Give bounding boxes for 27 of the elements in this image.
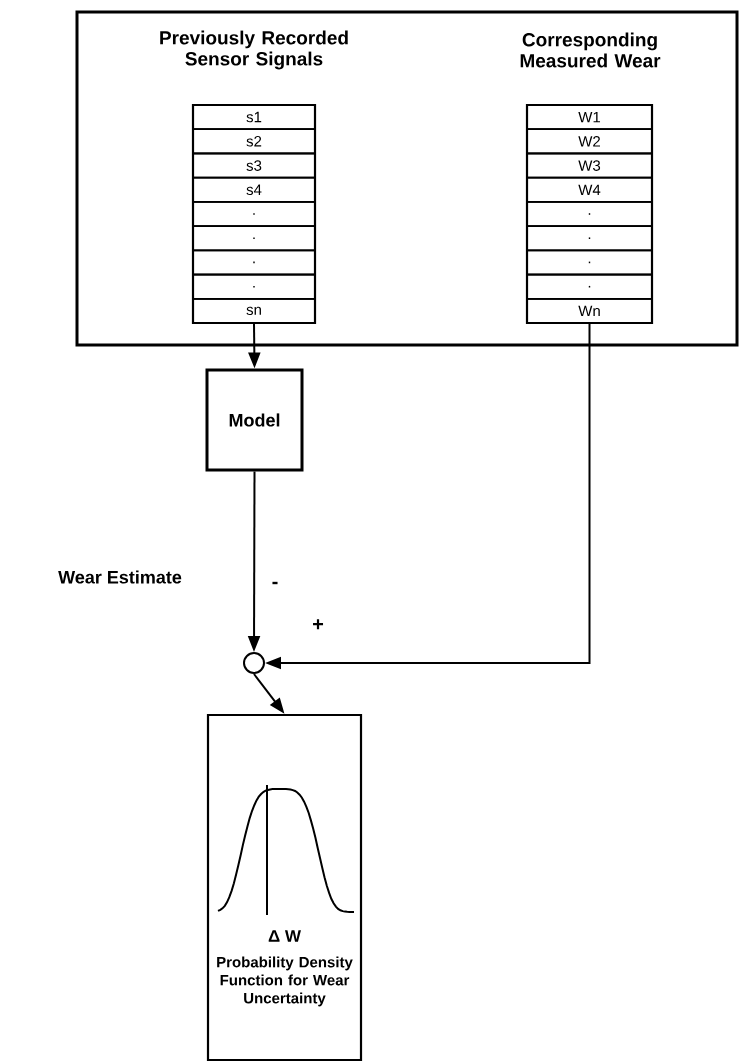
table-cell: . [526, 225, 653, 252]
table-cell: . [526, 249, 653, 276]
summing-junction [243, 652, 265, 674]
sign-label: - [272, 581, 278, 585]
table-cell: s1 [192, 104, 316, 131]
table-cell: . [526, 273, 653, 300]
table-cell: s2 [192, 128, 316, 155]
table-cell: s4 [192, 176, 316, 203]
table-cell: . [192, 201, 316, 227]
node-label: Corresponding Measured Wear [520, 32, 661, 68]
table-cell: W4 [526, 176, 653, 203]
table-cell: . [192, 249, 316, 276]
node-label: Previously Recorded Sensor Signals [160, 30, 348, 70]
table-cell: sn [192, 297, 316, 324]
table-cell: Wn [526, 297, 653, 324]
edge-label: Wear Estimate [57, 569, 183, 585]
density-plot-box: Δ W Probability Density Function for Wear Uncertainty [206, 713, 363, 1062]
frame-box [75, 10, 739, 347]
table-cell: s3 [192, 152, 316, 179]
table-cell: W2 [526, 128, 653, 155]
table-cell: W1 [526, 104, 653, 131]
table-cell: . [526, 201, 653, 227]
table-cell: W3 [526, 152, 653, 179]
table-cell: . [192, 225, 316, 252]
sign-label: + [313, 619, 324, 630]
table-cell: . [192, 273, 316, 300]
process-box: Model [205, 368, 304, 472]
